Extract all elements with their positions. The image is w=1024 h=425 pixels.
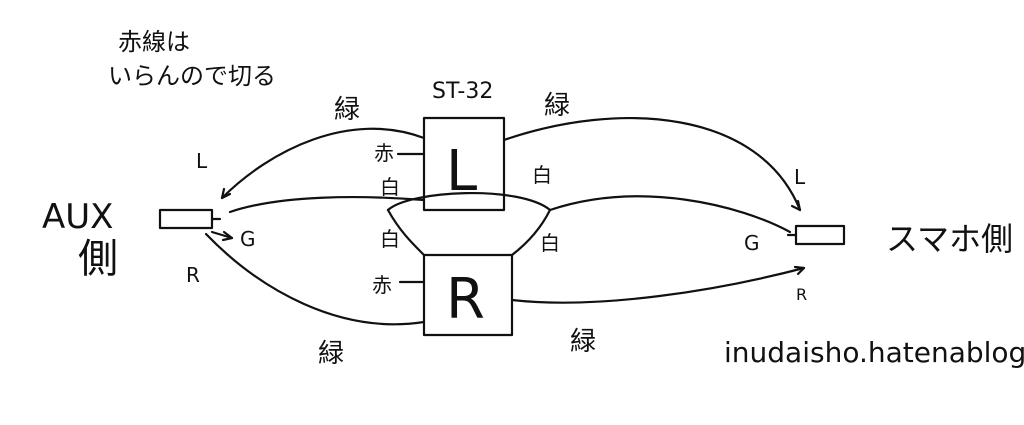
label-white-l-right: 白 bbox=[532, 163, 552, 187]
device-title: ST-32 bbox=[432, 79, 493, 104]
wire-green-l-aux bbox=[220, 127, 426, 200]
wire-green-l-phone bbox=[502, 116, 802, 212]
phone-pin-r: R bbox=[796, 285, 807, 304]
wire-white-loop-top bbox=[386, 192, 552, 257]
label-green-bottom-left: 緑 bbox=[318, 339, 344, 369]
aux-connector bbox=[158, 208, 214, 230]
aux-pin-l: L bbox=[196, 149, 208, 173]
label-red-l: 赤 bbox=[374, 141, 394, 165]
aux-label: AUX bbox=[42, 197, 113, 237]
wire-white-l-aux bbox=[228, 196, 426, 214]
wire-aux-g bbox=[210, 230, 234, 240]
arrow-phone-r bbox=[793, 265, 806, 276]
note-line-1: 赤線は bbox=[118, 28, 190, 56]
phone-connector bbox=[794, 224, 846, 246]
label-white-r-right: 白 bbox=[540, 231, 560, 255]
phone-pin-l: L bbox=[794, 165, 806, 189]
note-line-2: いらんので切る bbox=[108, 62, 276, 90]
wire-green-r-aux bbox=[204, 232, 426, 326]
wire-green-r-phone bbox=[510, 266, 806, 304]
l-box bbox=[422, 116, 506, 212]
label-red-r: 赤 bbox=[372, 273, 392, 297]
phone-label: スマホ側 bbox=[886, 220, 1013, 258]
aux-pin-r: R bbox=[186, 263, 200, 287]
arrow-aux-l bbox=[220, 187, 232, 200]
r-box-label: R bbox=[446, 267, 485, 332]
aux-side-label: 側 bbox=[78, 236, 118, 282]
r-box bbox=[422, 253, 514, 337]
aux-pin-g: G bbox=[240, 227, 256, 251]
label-white-l-left: 白 bbox=[380, 175, 400, 199]
footer-url: inudaisho.hatenablog.com bbox=[724, 336, 1024, 369]
label-green-top-left: 緑 bbox=[334, 95, 360, 125]
wire-white-phone-g bbox=[548, 195, 792, 234]
wire-white-loop-left bbox=[386, 208, 426, 257]
phone-pin-g: G bbox=[744, 231, 760, 255]
label-green-top-right: 緑 bbox=[544, 91, 570, 121]
label-white-r-left: 白 bbox=[380, 227, 400, 251]
arrow-phone-l bbox=[790, 199, 802, 212]
label-green-bottom-right: 緑 bbox=[570, 327, 596, 357]
arrow-aux-g bbox=[221, 230, 234, 242]
